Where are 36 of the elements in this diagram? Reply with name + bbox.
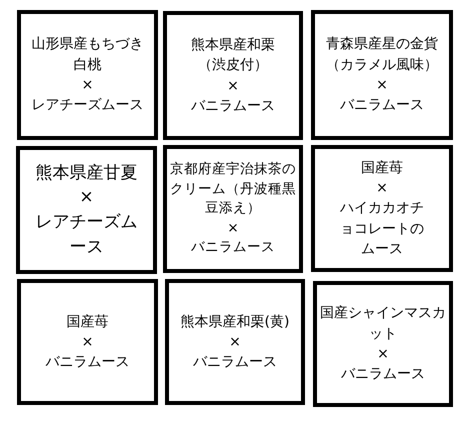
- item-name: 山形県産もちづき白桃: [30, 35, 144, 75]
- menu-card: [165, 279, 305, 405]
- mousse-name: ハイカカオチョコレートのムース: [339, 199, 425, 259]
- menu-card: [163, 145, 303, 273]
- mousse-name: バニラムース: [191, 96, 275, 116]
- cross-sign: ×: [376, 179, 388, 198]
- menu-card: [16, 146, 157, 274]
- menu-card: [313, 281, 453, 407]
- mousse-name: バニラムース: [46, 353, 130, 372]
- mousse-name: レアチーズムース: [34, 211, 138, 259]
- cross-sign: ×: [377, 345, 389, 364]
- item-name: 国産苺: [361, 158, 403, 178]
- item-name: 京都府産宇治抹茶のクリーム（丹波種黒豆添え）: [169, 160, 297, 218]
- cross-sign: ×: [227, 218, 239, 238]
- mousse-name: バニラムース: [191, 238, 275, 258]
- mousse-name: バニラムース: [340, 96, 424, 116]
- cross-sign: ×: [82, 76, 94, 95]
- menu-card: [163, 11, 303, 140]
- cross-sign: ×: [79, 186, 94, 210]
- menu-card: [17, 10, 158, 140]
- item-name: 青森県産星の金貨（カラメル風味）: [325, 35, 439, 75]
- cross-sign: ×: [227, 76, 239, 96]
- menu-card: [311, 10, 453, 140]
- item-name: 熊本県産和栗(黄): [180, 312, 290, 332]
- item-name: 国産苺: [66, 312, 108, 332]
- mousse-name: バニラムース: [341, 365, 425, 384]
- mousse-name: バニラムース: [193, 353, 277, 372]
- cross-sign: ×: [376, 76, 388, 95]
- item-name: 熊本県産和栗（渋皮付）: [190, 36, 276, 76]
- item-name: 国産シャインマスカット: [319, 304, 447, 344]
- cross-sign: ×: [82, 332, 94, 352]
- menu-card: [17, 279, 158, 405]
- menu-card: [311, 145, 453, 272]
- mousse-name: レアチーズムース: [32, 96, 144, 116]
- item-name: 熊本県産甘夏: [36, 162, 138, 185]
- cross-sign: ×: [229, 332, 241, 352]
